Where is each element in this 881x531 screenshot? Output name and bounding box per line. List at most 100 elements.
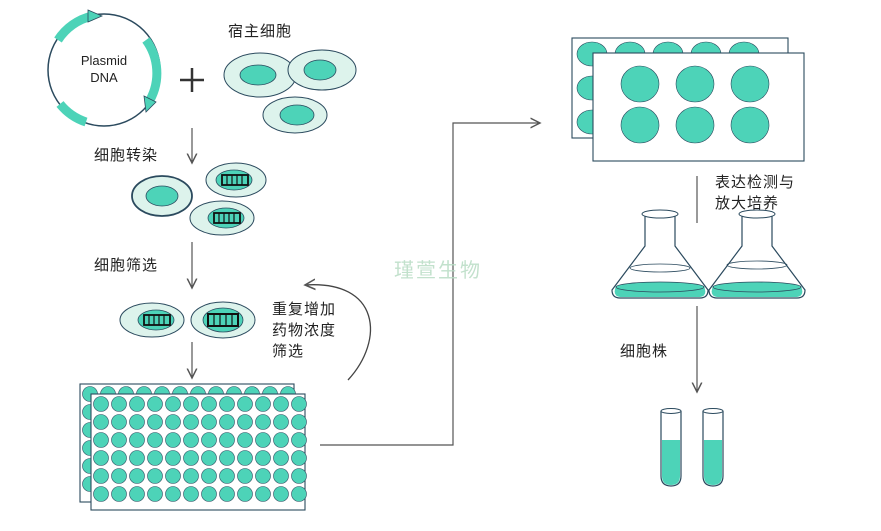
well [93, 414, 109, 430]
well [291, 432, 307, 448]
expression-label: 表达检测与 放大培养 [715, 172, 795, 214]
well [675, 106, 715, 144]
well [129, 414, 145, 430]
well [129, 486, 145, 502]
well [129, 396, 145, 412]
well [147, 396, 163, 412]
well [129, 450, 145, 466]
repeat-label: 重复增加 药物浓度 筛选 [272, 299, 336, 362]
plasmid-label-line1: Plasmid [80, 53, 128, 68]
well [201, 432, 217, 448]
repeat-label-line3: 筛选 [272, 342, 305, 360]
well [129, 432, 145, 448]
well [237, 486, 253, 502]
plasmid-label-line2: DNA [90, 70, 118, 85]
well [147, 414, 163, 430]
screened-cells [119, 301, 256, 339]
well [219, 450, 235, 466]
well [165, 468, 181, 484]
well [201, 468, 217, 484]
well [255, 450, 271, 466]
well [620, 106, 660, 144]
expression-label-line2: 放大培养 [715, 194, 780, 212]
well [255, 396, 271, 412]
well [237, 414, 253, 430]
plasmid-icon [47, 9, 162, 127]
well [291, 468, 307, 484]
well [93, 486, 109, 502]
repeat-label-line2: 药物浓度 [272, 321, 337, 339]
host-cells [223, 49, 357, 134]
well [111, 396, 127, 412]
well [147, 468, 163, 484]
test-tube-left [660, 408, 682, 487]
well [730, 106, 770, 144]
well [111, 486, 127, 502]
well [165, 486, 181, 502]
well [291, 450, 307, 466]
well [255, 468, 271, 484]
well [165, 450, 181, 466]
well [93, 396, 109, 412]
expression-label-line1: 表达检测与 [715, 173, 796, 191]
well [237, 432, 253, 448]
repeat-curved-arrow [305, 285, 371, 381]
well [183, 414, 199, 430]
host-cell-label: 宿主细胞 [228, 22, 293, 40]
well [111, 468, 127, 484]
well [255, 486, 271, 502]
well [93, 432, 109, 448]
well [291, 414, 307, 430]
well [201, 450, 217, 466]
screening-label: 细胞筛选 [94, 256, 159, 274]
plus-icon [180, 68, 204, 92]
plasmid-label: Plasmid DNA [64, 52, 144, 86]
well [147, 486, 163, 502]
flask-left [611, 209, 709, 299]
well [620, 65, 660, 103]
repeat-label-line1: 重复增加 [272, 300, 337, 318]
arrow-to-expansion [320, 123, 540, 446]
well [129, 468, 145, 484]
well [165, 414, 181, 430]
well [147, 432, 163, 448]
well [201, 414, 217, 430]
well [273, 468, 289, 484]
cell-line-label: 细胞株 [620, 342, 669, 360]
well [183, 396, 199, 412]
well [201, 486, 217, 502]
well [237, 450, 253, 466]
well [219, 432, 235, 448]
well [273, 486, 289, 502]
well [255, 432, 271, 448]
well [237, 468, 253, 484]
well [93, 450, 109, 466]
well-plate-front [90, 393, 307, 511]
well [675, 65, 715, 103]
well [165, 432, 181, 448]
well [291, 396, 307, 412]
well [183, 450, 199, 466]
well [273, 414, 289, 430]
well [237, 396, 253, 412]
transfected-cells [131, 162, 267, 236]
well [111, 450, 127, 466]
flask-right [708, 209, 806, 299]
transfection-label: 细胞转染 [94, 146, 159, 164]
well [165, 396, 181, 412]
well [111, 414, 127, 430]
well [183, 432, 199, 448]
well [219, 414, 235, 430]
well [273, 450, 289, 466]
six-well-plate-front [592, 52, 805, 162]
well [201, 396, 217, 412]
well [183, 486, 199, 502]
well [183, 468, 199, 484]
well [219, 396, 235, 412]
well [219, 468, 235, 484]
well [730, 65, 770, 103]
well [147, 450, 163, 466]
well [93, 468, 109, 484]
